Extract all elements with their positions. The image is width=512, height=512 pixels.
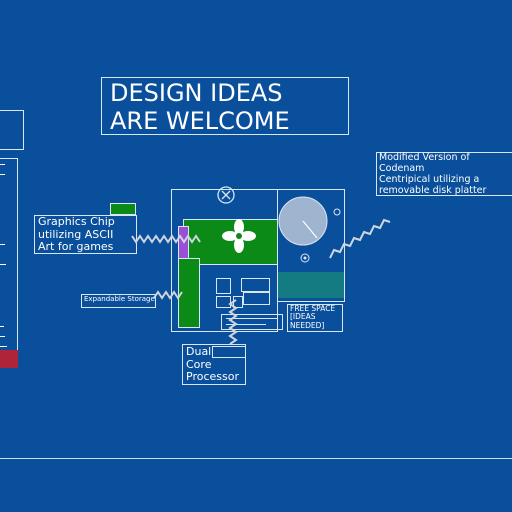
component-box-2 — [241, 278, 270, 292]
graphics-chip-mini-tag — [110, 203, 136, 215]
disk-platter-icon — [278, 196, 341, 263]
graphics-chip-callout — [34, 215, 137, 254]
component-box-4 — [216, 296, 231, 308]
teal-panel — [278, 272, 344, 298]
dual-core-mini-tag — [212, 346, 246, 358]
modified-version-callout — [376, 152, 512, 196]
component-box-3 — [243, 292, 270, 305]
fan-icon — [222, 219, 256, 253]
graphics-chip-label: Graphics Chip utilizing ASCII Art for ga… — [38, 215, 115, 254]
green-board-lower — [178, 258, 200, 328]
component-box-6 — [221, 314, 283, 330]
dual-core-callout — [182, 344, 246, 385]
title-box — [101, 77, 349, 135]
dual-core-label: Dual Core Processor — [186, 345, 239, 384]
left-edge-fragments — [0, 160, 8, 350]
modified-version-label: Modified Version of Codenam Centripical … — [379, 152, 487, 196]
expandable-storage-label: Expandable Storage — [84, 295, 155, 303]
left-edge-red-strip — [0, 350, 18, 368]
free-space-box — [287, 304, 343, 332]
left-edge-panel-top — [0, 110, 24, 150]
component-box-1 — [216, 278, 231, 294]
bottom-divider — [0, 458, 512, 459]
component-line-1 — [226, 318, 278, 319]
free-space-label: FREE SPACE [IDEAS NEEDED] — [290, 304, 336, 330]
title-line-1: DESIGN IDEAS — [110, 79, 283, 107]
component-line-2 — [226, 324, 266, 325]
expandable-storage-callout — [81, 294, 156, 308]
green-board — [183, 219, 278, 265]
close-circle-icon — [217, 186, 235, 204]
title-line-2: ARE WELCOME — [110, 107, 290, 135]
